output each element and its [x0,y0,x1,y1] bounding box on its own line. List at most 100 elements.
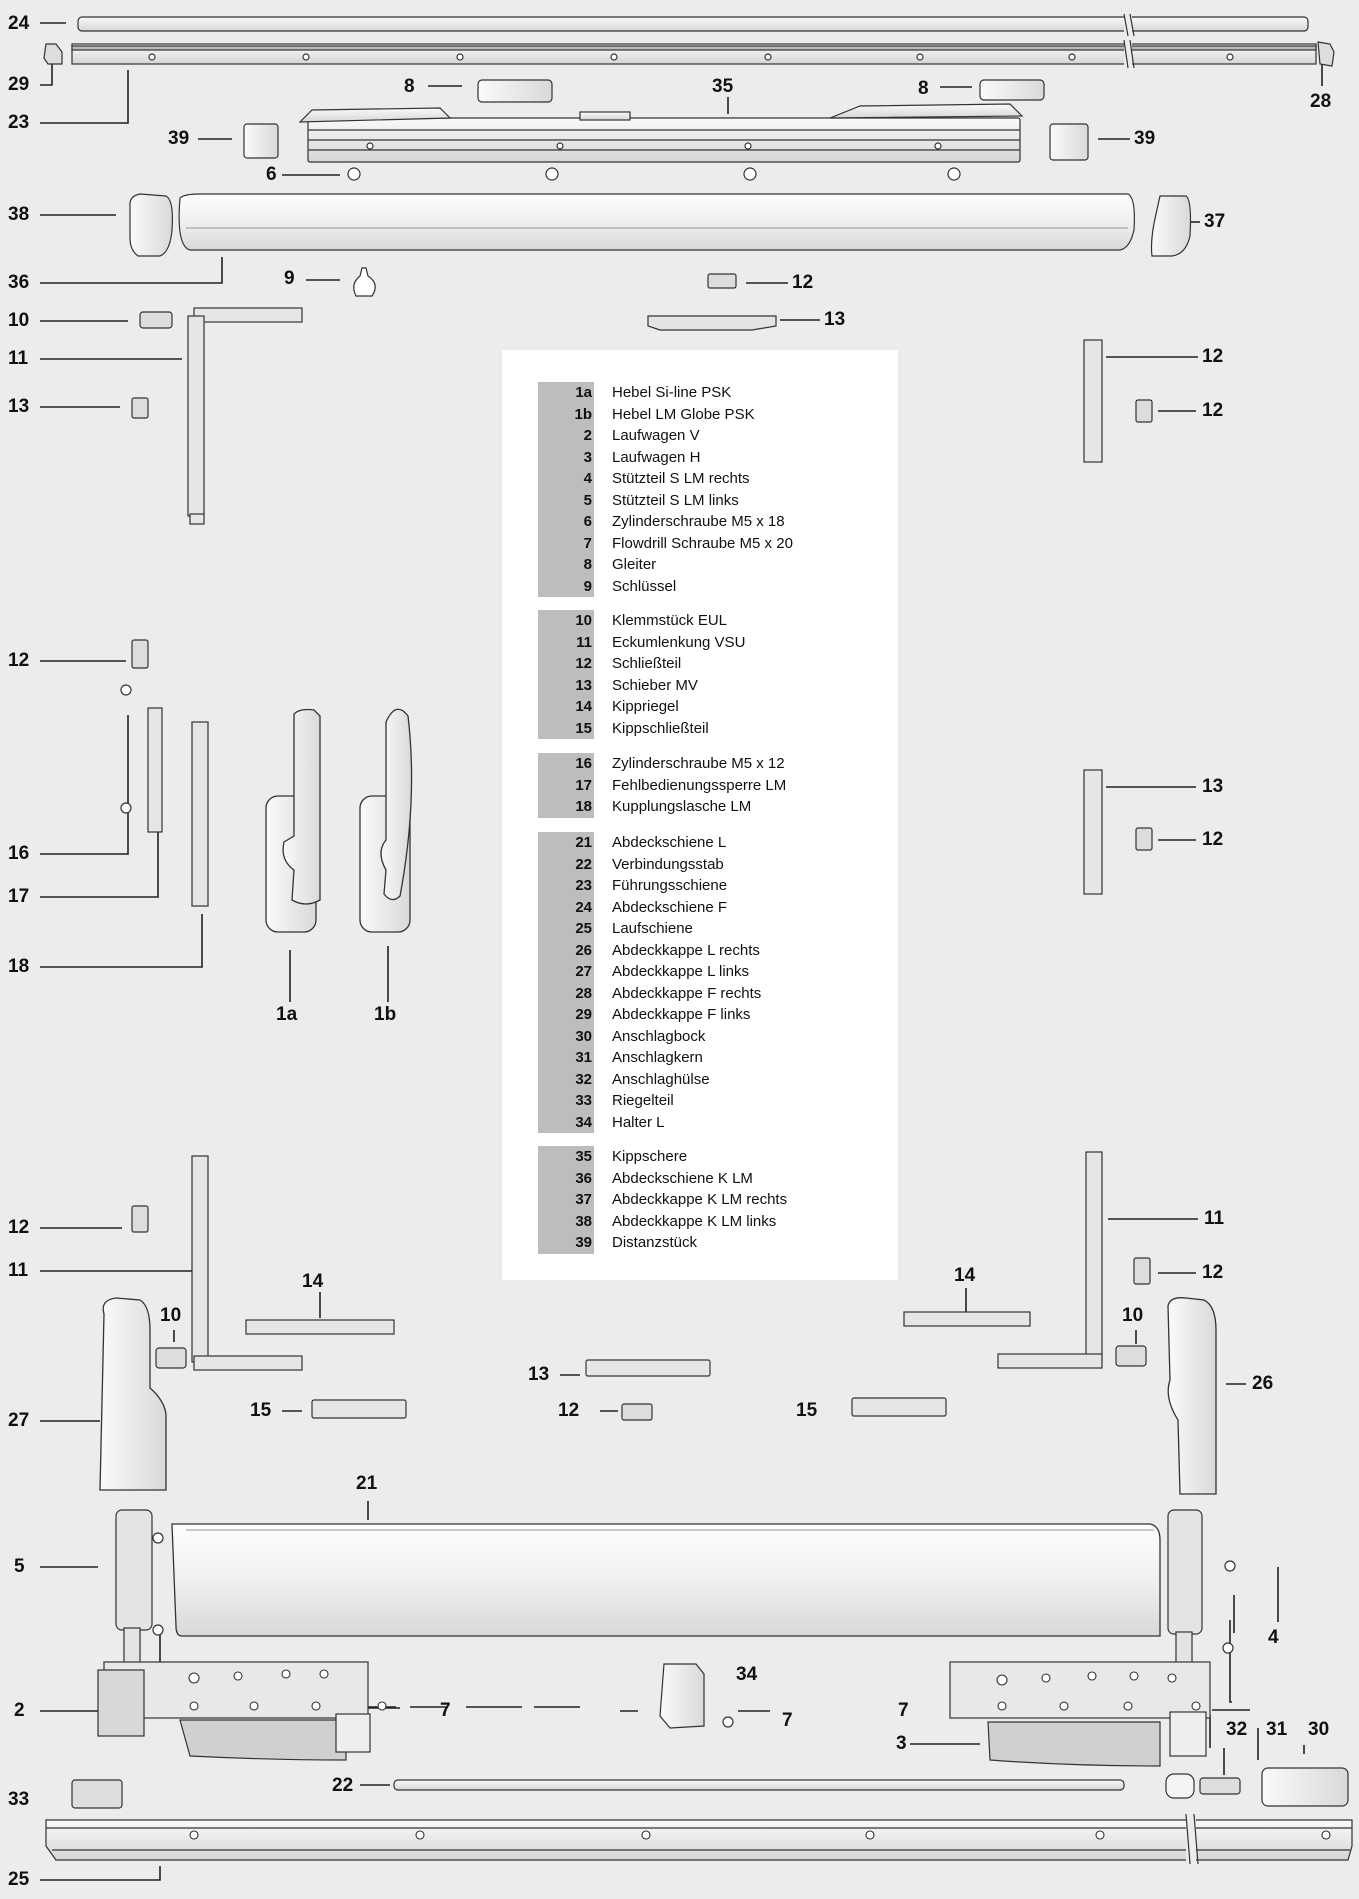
legend-row: 18 Kupplungslasche LM [538,796,786,818]
legend-row: 1b Hebel LM Globe PSK [538,404,793,426]
tilt-bolt-left [245,1319,395,1335]
handle-1b [359,708,413,933]
callout-label: 2 [14,1700,25,1721]
legend-text: Hebel LM Globe PSK [612,405,755,423]
key [353,267,376,297]
callout-label: 7 [782,1710,793,1731]
callout-label: 31 [1266,1719,1288,1740]
callout-label: 25 [8,1869,30,1890]
tilt-bolt-right [903,1311,1031,1327]
callout-label: 8 [918,78,929,99]
legend-number: 18 [575,798,592,816]
legend-text: Abdeckschiene F [612,898,728,916]
legend-number: 3 [583,448,592,466]
callout-label: 13 [824,309,846,330]
callout-label: 11 [8,348,29,369]
screw-7-c [1224,1560,1236,1572]
closing-part-right-3 [1133,1257,1151,1285]
callout-label: 16 [8,843,30,864]
legend-text: Kippschere [612,1148,688,1166]
callout-label: 33 [8,1789,30,1810]
callout-label: 30 [1308,1719,1330,1740]
callout-label: 12 [8,1217,30,1238]
holder-l [659,1663,705,1729]
callout-label: 26 [1252,1373,1274,1394]
slider-lower-center [585,1359,711,1377]
callout-label: 39 [168,128,190,149]
legend-number: 25 [575,920,592,938]
legend-number: 12 [575,655,592,673]
cap-k-right [1150,195,1192,257]
legend-text: Kupplungslasche LM [612,798,752,816]
corner-drive-lower-left [191,1155,303,1371]
legend-number: 10 [575,612,592,630]
legend-number: 1b [574,405,592,423]
legend-text: Fehlbedienungssperre LM [612,776,787,794]
callout-label: 39 [1134,128,1156,149]
closing-part-right-1 [1135,399,1153,423]
legend-row: 21 Abdeckschiene L [538,832,761,854]
callout-label: 12 [792,272,814,293]
legend-number: 14 [575,698,592,716]
callout-label: 29 [8,74,30,95]
callout-label: 3 [896,1733,907,1754]
callout-label: 38 [8,204,30,225]
legend-number: 34 [575,1113,592,1131]
legend-number: 1a [575,384,592,402]
legend-text: Abdeckschiene L [612,834,727,852]
closing-part-left-1 [131,397,149,419]
legend-number: 24 [575,898,592,916]
legend-text: Abdeckkappe F rechts [612,984,762,1002]
legend-number: 13 [575,676,592,694]
legend-row: 12 Schließteil [538,653,745,675]
legend-text: Abdeckkappe K LM links [612,1212,777,1230]
legend-number: 8 [583,556,592,574]
guide-rail [71,39,1317,69]
callout-label: 7 [898,1700,909,1721]
closing-part-left-2 [131,639,149,669]
cover-rail-f [77,13,1309,37]
cap-l-left [99,1297,167,1491]
support-part-left [115,1509,153,1679]
tilt-scissor [298,103,1024,163]
legend-text: Schließteil [612,655,682,673]
legend-number: 7 [583,534,592,552]
callout-label: 37 [1204,211,1226,232]
spacer-right [1049,123,1089,161]
callout-label: 12 [1202,346,1224,367]
callout-label: 14 [954,1265,976,1286]
slider-right-middle [1083,769,1103,895]
legend-text: Flowdrill Schraube M5 x 20 [612,534,793,552]
legend-number: 21 [575,834,592,852]
legend-text: Anschlagkern [612,1049,703,1067]
legend-number: 6 [583,513,592,531]
legend-row: 24 Abdeckschiene F [538,897,761,919]
callout-label: 11 [1204,1208,1225,1229]
legend-number: 30 [575,1027,592,1045]
callout-label: 8 [404,76,415,97]
legend-text: Laufwagen V [612,427,700,445]
callout-label: 27 [8,1410,30,1431]
screw-7-a [152,1532,164,1544]
legend-text: Abdeckschiene K LM [612,1169,753,1187]
callout-label: 13 [1202,776,1224,797]
callout-label: 13 [528,1364,550,1385]
legend-number: 11 [576,633,592,651]
screw-16-top [120,684,132,696]
callout-label: 6 [266,164,277,185]
